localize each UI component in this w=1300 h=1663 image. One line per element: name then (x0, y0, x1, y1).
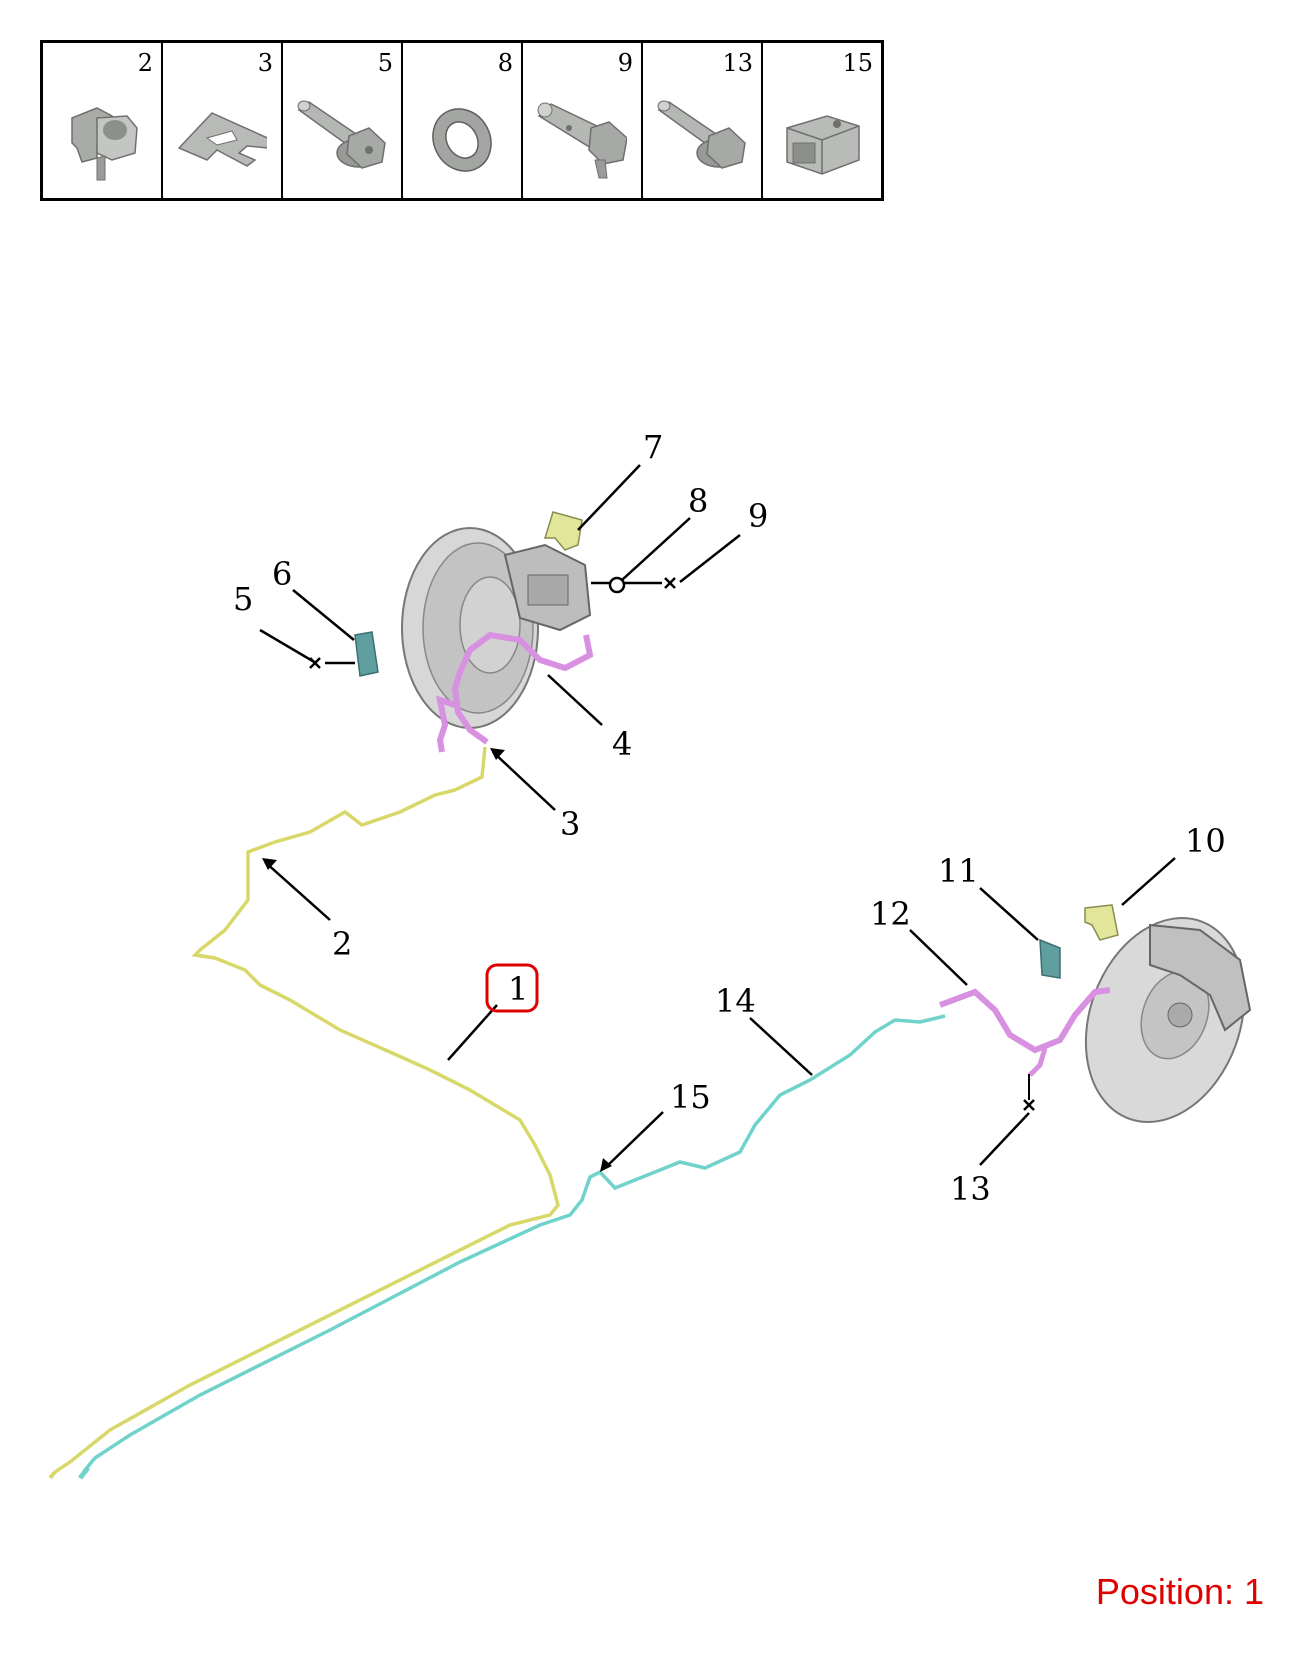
brake-pipe-1-end (48, 1470, 57, 1480)
callout-12[interactable]: 12 (870, 895, 911, 933)
callout-3[interactable]: 3 (560, 805, 580, 843)
callout-15[interactable]: 15 (670, 1078, 711, 1116)
flange-bolt-icon (657, 100, 746, 169)
callout-11[interactable]: 11 (938, 852, 979, 890)
brake-pipe-14 (78, 1014, 946, 1479)
bracket-7 (543, 511, 583, 551)
legend-number: 15 (842, 49, 873, 77)
legend-number: 8 (497, 49, 513, 77)
callout-1[interactable]: 1 (508, 970, 528, 1008)
legend-cell-13[interactable]: 13 (641, 40, 763, 201)
legend-number: 13 (722, 49, 753, 77)
bolt-9-marker (664, 577, 676, 589)
spring-clip-icon (177, 112, 267, 167)
legend-number: 9 (617, 49, 633, 77)
clip-6 (354, 631, 379, 677)
callout-4[interactable]: 4 (612, 725, 632, 763)
legend-cell-3[interactable]: 3 (161, 40, 283, 201)
clip-11 (1039, 938, 1061, 979)
brake-hose-4 (451, 631, 594, 745)
callout-14[interactable]: 14 (715, 982, 756, 1020)
callout-6[interactable]: 6 (272, 555, 292, 593)
legend-cell-8[interactable]: 8 (401, 40, 523, 201)
legend-cell-5[interactable]: 5 (281, 40, 403, 201)
bolt-13-marker (1023, 1099, 1035, 1111)
front-brake-assembly (1084, 917, 1252, 1123)
legend-cell-2[interactable]: 2 (40, 40, 163, 201)
brake-hose-12-lower (1028, 1047, 1048, 1077)
brake-hose-4-loop (436, 695, 456, 753)
callout-10[interactable]: 10 (1185, 822, 1226, 860)
callout-7[interactable]: 7 (643, 428, 663, 466)
callout-8[interactable]: 8 (688, 482, 708, 520)
legend-number: 2 (137, 49, 153, 77)
arrow-heads (262, 748, 612, 1172)
legend-cell-15[interactable]: 15 (761, 40, 884, 201)
hose-clip-icon (71, 107, 138, 181)
callout-2[interactable]: 2 (332, 925, 352, 963)
flange-bolt-icon (297, 100, 386, 169)
callout-13[interactable]: 13 (950, 1170, 991, 1208)
sealing-washer-icon (432, 108, 492, 172)
pipe-clip-block-icon (786, 115, 860, 175)
callout-highlight-box (485, 963, 539, 1013)
brake-pipe-14-end (78, 1466, 90, 1480)
brake-pipe-1 (54, 746, 560, 1474)
callout-5[interactable]: 5 (233, 580, 253, 618)
brake-hose-12 (938, 987, 1111, 1054)
washer-8 (608, 576, 626, 594)
parts-legend-table: 2 3 5 8 (40, 40, 884, 201)
legend-cell-9[interactable]: 9 (521, 40, 643, 201)
position-label: Position: 1 (1095, 1571, 1264, 1612)
rear-brake-assembly (401, 527, 592, 729)
bracket-10 (1084, 904, 1119, 941)
banjo-bolt-icon (537, 102, 627, 179)
legend-number: 5 (377, 49, 393, 77)
callout-9[interactable]: 9 (748, 497, 768, 535)
leader-lines (259, 464, 1176, 1169)
legend-number: 3 (257, 49, 273, 77)
